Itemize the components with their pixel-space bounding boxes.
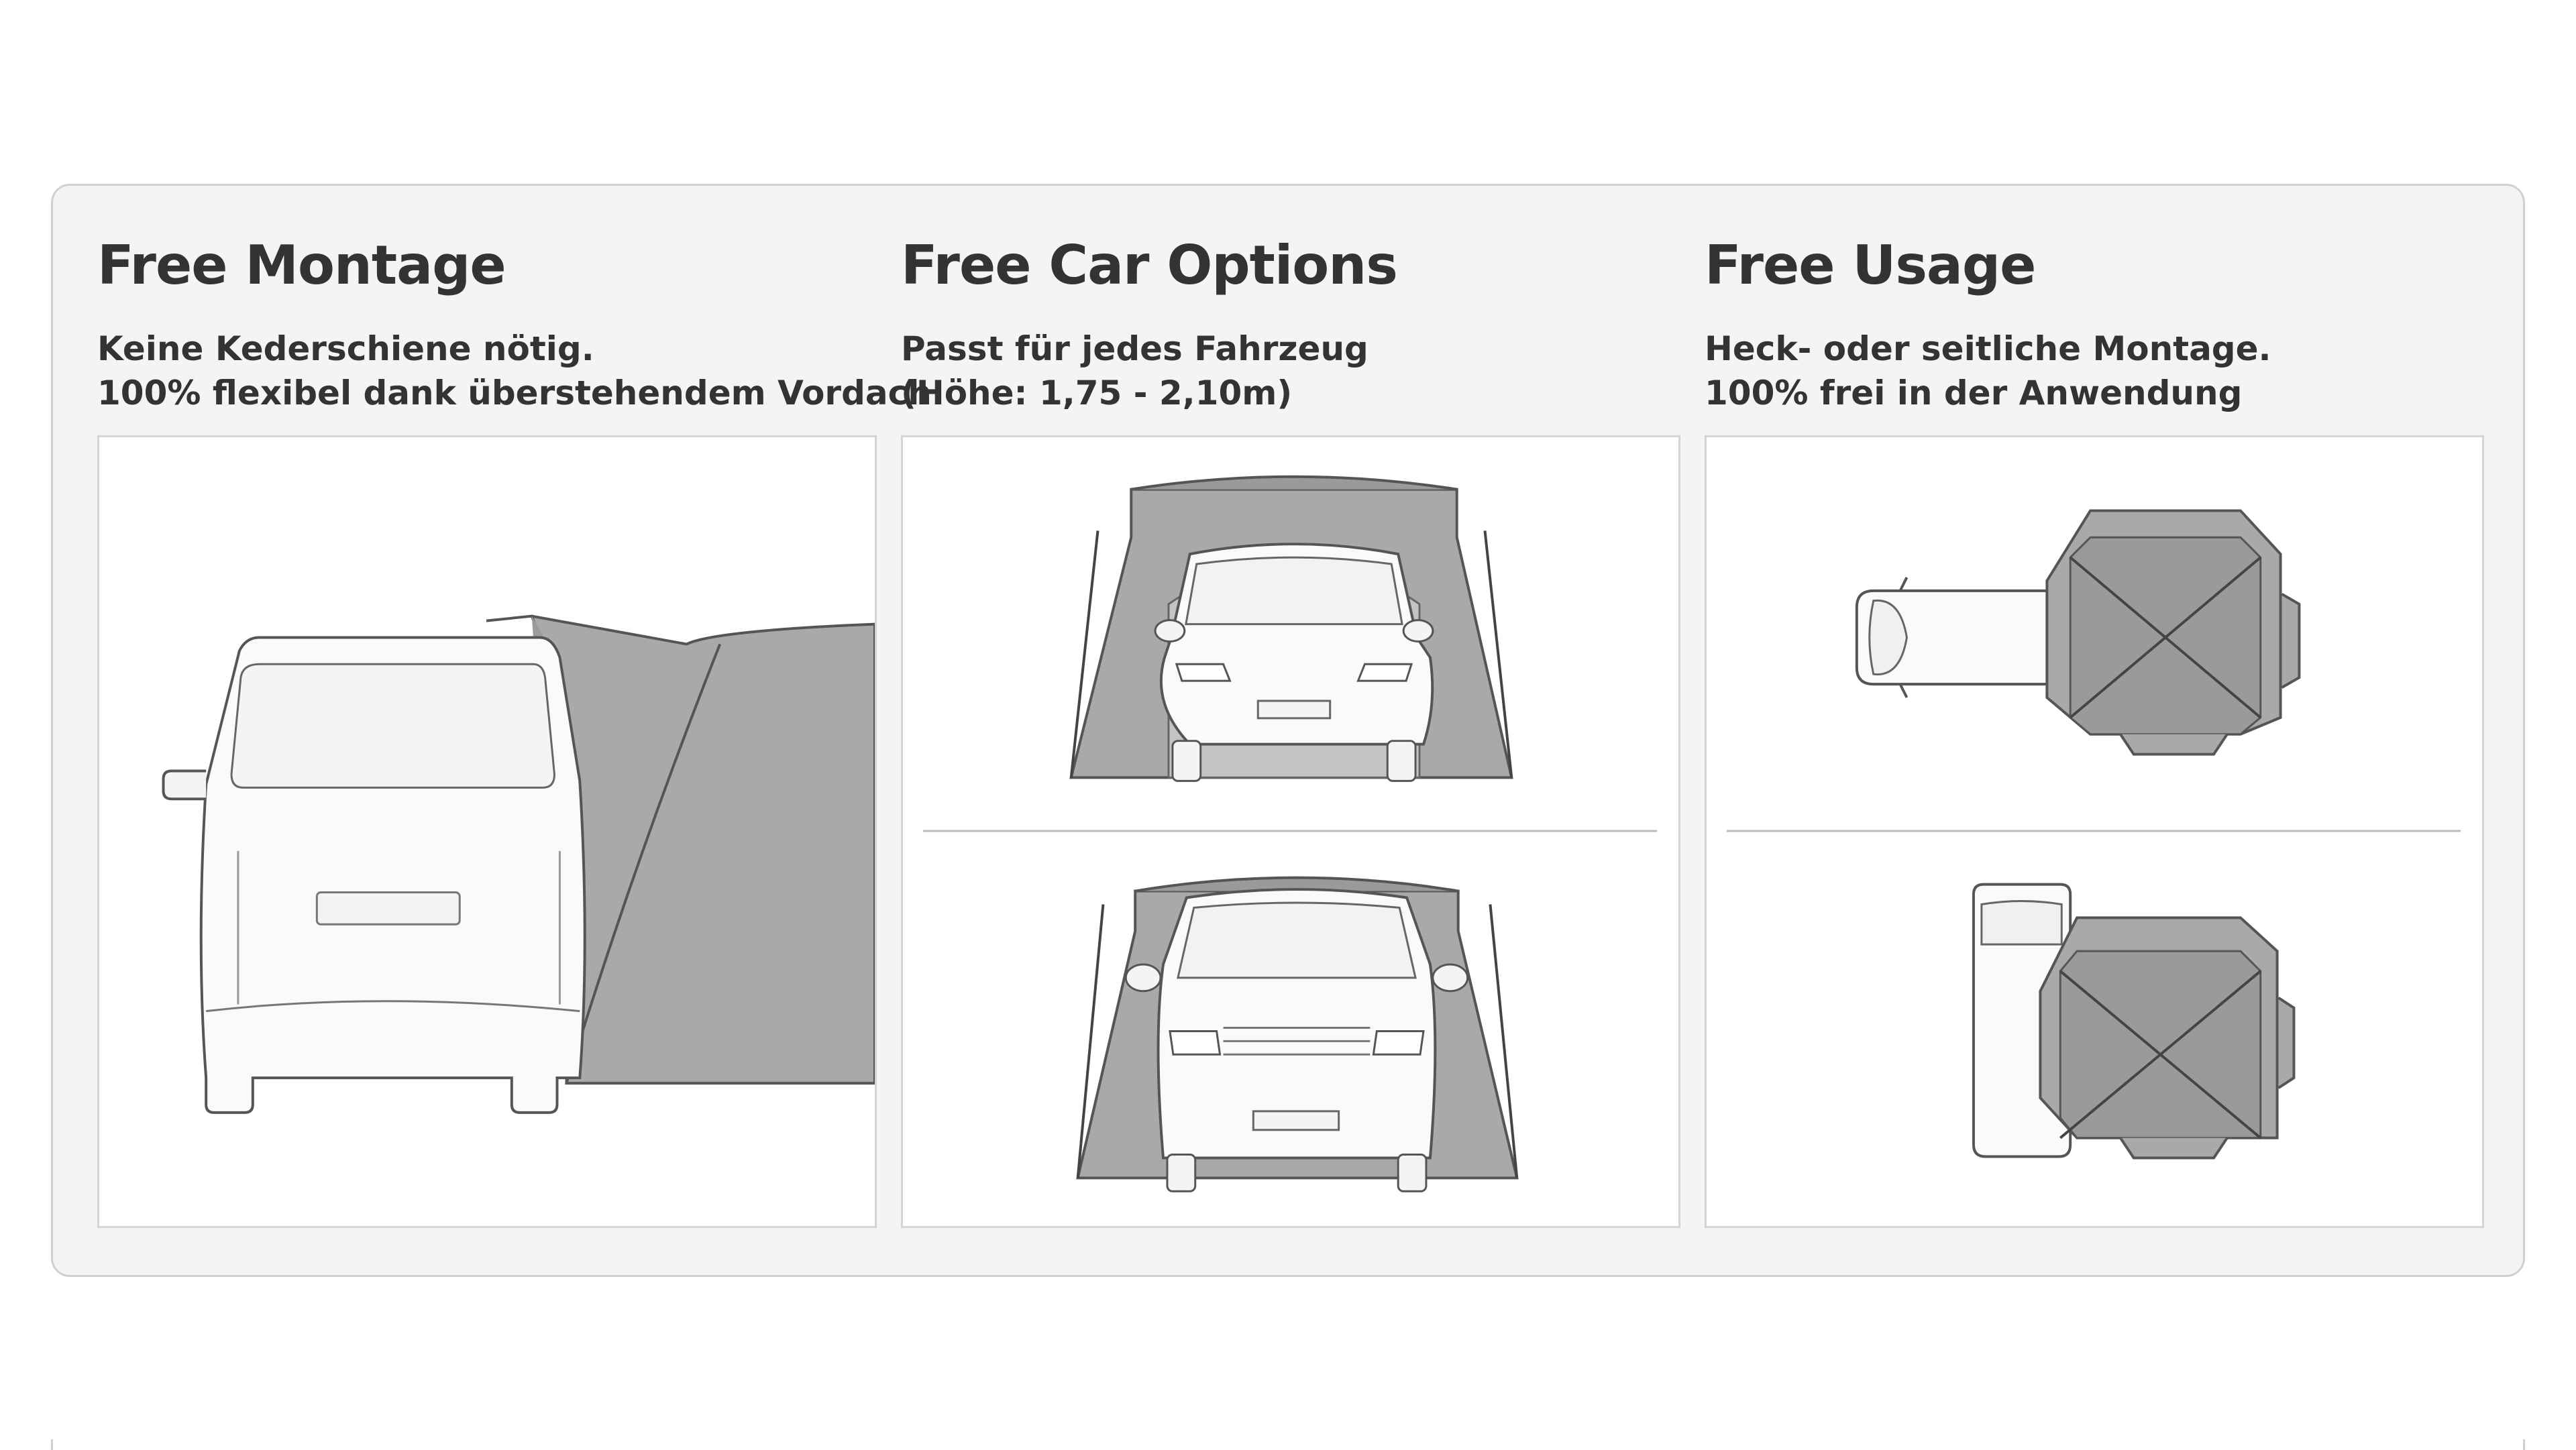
feature-description: Heck- oder seitliche Montage. 100% frei … [1705, 327, 2271, 415]
van-rear-awning-illustration [162, 614, 875, 1114]
feature-free-car-options: Free Car Options Passt für jedes Fahrzeu… [901, 186, 1680, 1275]
feature-free-montage: Free Montage Keine Kederschiene nötig. 1… [97, 186, 932, 1275]
feature-description-line: 100% frei in der Anwendung [1705, 374, 2243, 412]
feature-description-line: (Höhe: 1,75 - 2,10m) [901, 374, 1293, 412]
feature-description-line: Passt für jedes Fahrzeug [901, 329, 1368, 368]
divider-tick [2523, 1439, 2525, 1450]
illustration-frame [97, 435, 877, 1228]
feature-description: Keine Kederschiene nötig. 100% flexibel … [97, 327, 932, 415]
tent-front-view-van [1076, 876, 1519, 1192]
feature-title: Free Usage [1705, 234, 2036, 296]
feature-description-line: 100% flexibel dank überstehendem Vordach [97, 374, 932, 412]
illustration-frame [901, 435, 1680, 1228]
illustration-frame [1705, 435, 2484, 1228]
feature-free-usage: Free Usage Heck- oder seitliche Montage.… [1705, 186, 2484, 1275]
feature-panel: Free Montage Keine Kederschiene nötig. 1… [51, 184, 2525, 1277]
feature-description: Passt für jedes Fahrzeug (Höhe: 1,75 - 2… [901, 327, 1368, 415]
feature-title: Free Montage [97, 234, 506, 296]
feature-title: Free Car Options [901, 234, 1398, 296]
feature-description-line: Heck- oder seitliche Montage. [1705, 329, 2271, 368]
tent-front-view-small-car [1069, 475, 1513, 782]
car-under-tent-front-views-illustration [922, 475, 1658, 1192]
tent-top-views-illustration [1726, 509, 2461, 1160]
rear-mount-top-view [1855, 509, 2301, 756]
side-mount-top-view [1972, 883, 2296, 1160]
feature-description-line: Keine Kederschiene nötig. [97, 329, 594, 368]
divider-tick [51, 1439, 53, 1450]
